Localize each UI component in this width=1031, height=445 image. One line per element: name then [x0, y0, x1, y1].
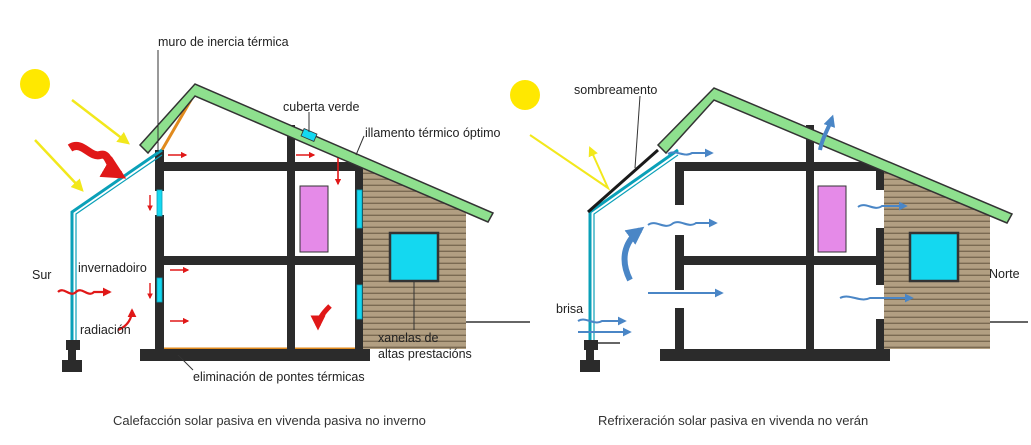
air-flow-arrow — [577, 316, 627, 326]
label-thermal-inertia-wall: muro de inercia térmica — [158, 35, 289, 49]
middle-floor-slab — [675, 256, 883, 265]
greenhouse-glass-inner — [593, 154, 679, 340]
heat-wave-arrow — [67, 142, 127, 179]
label-radiation: radiación — [80, 323, 131, 337]
ground-slab — [140, 349, 370, 361]
heat-wave-arrow — [310, 304, 332, 331]
sun-icon — [510, 80, 540, 110]
label-thermal-bridges: eliminación de pontes térmicas — [193, 370, 365, 384]
north-window — [356, 284, 363, 320]
air-rise-arrow — [621, 226, 645, 282]
roof-skylight — [300, 128, 318, 142]
caption-summer: Refrixeración solar pasiva en vivenda no… — [598, 413, 868, 428]
window — [908, 231, 960, 283]
air-flow-arrow — [667, 148, 714, 158]
sun-ray — [34, 139, 84, 192]
greenhouse-glass-inner — [75, 154, 163, 340]
foundation-footing — [62, 360, 82, 372]
north-wall — [876, 160, 884, 355]
interior-door — [299, 185, 329, 253]
label-green-roof: cuberta verde — [283, 100, 359, 114]
green-roof — [656, 87, 1014, 224]
green-roof — [138, 83, 495, 223]
wall-opening — [675, 205, 684, 235]
label-greenhouse: invernadoiro — [78, 261, 147, 275]
heat-arrow — [117, 308, 137, 332]
sun-icon — [20, 69, 50, 99]
heat-arrow — [57, 287, 112, 297]
air-flow-arrow — [857, 201, 908, 211]
summer-house: sombreamento brisa Norte Refrixeración s… — [510, 80, 1028, 428]
north-opening — [876, 285, 884, 319]
air-flow-arrow — [647, 218, 718, 228]
foundation-footing — [580, 360, 600, 372]
label-breeze: brisa — [556, 302, 583, 316]
insulation-layer — [160, 91, 362, 351]
label-windows-line1: xanelas de — [378, 331, 439, 345]
high-performance-window — [388, 231, 440, 283]
wall-vent — [156, 277, 163, 303]
upper-floor-slab — [155, 162, 363, 171]
middle-floor-slab — [155, 256, 363, 265]
greenhouse-glass — [70, 148, 163, 340]
sun-ray — [71, 99, 130, 145]
foundation — [68, 345, 76, 363]
label-shading: sombreamento — [574, 83, 657, 97]
leader-line — [634, 95, 641, 169]
caption-winter: Calefacción solar pasiva en vivenda pasi… — [113, 413, 426, 428]
interior-wall — [806, 125, 814, 355]
label-optimal-insulation: illamento térmico óptimo — [365, 126, 501, 140]
winter-house: muro de inercia térmica cuberta verde il… — [20, 35, 530, 428]
air-flow-arrow — [839, 293, 914, 303]
upper-floor-slab — [675, 162, 883, 171]
inertia-wall — [155, 150, 164, 355]
shading-device — [587, 148, 659, 214]
interior-door — [817, 185, 847, 253]
north-wall — [355, 160, 363, 355]
leader-line — [355, 135, 365, 156]
interior-wall — [287, 125, 295, 355]
label-south: Sur — [32, 268, 51, 282]
north-opening — [876, 190, 884, 228]
north-window — [356, 189, 363, 229]
ground-slab — [660, 349, 890, 361]
wall-vent — [156, 189, 163, 217]
foundation — [586, 345, 594, 363]
sun-ray — [529, 134, 611, 191]
air-exhaust-arrow — [818, 114, 836, 151]
label-north: Norte — [989, 267, 1020, 281]
wall-opening — [675, 290, 684, 308]
leader-line — [177, 354, 194, 371]
label-windows-line2: altas prestacións — [378, 347, 472, 361]
